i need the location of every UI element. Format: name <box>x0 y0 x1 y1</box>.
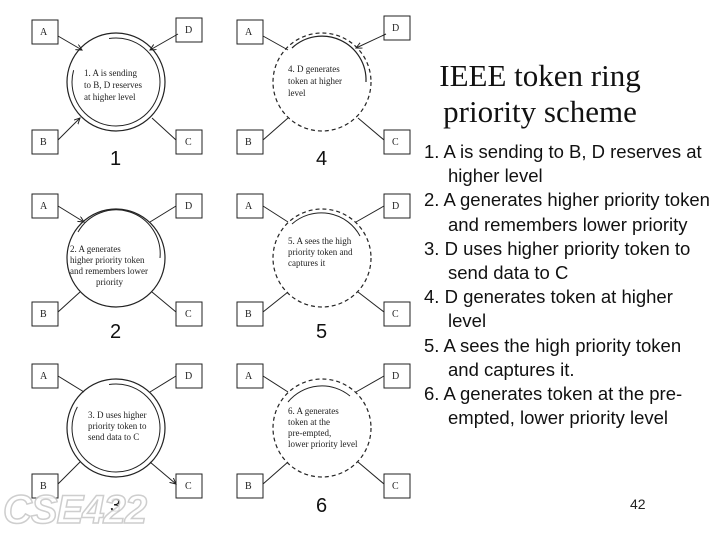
step-item: 6. A generates token at the pre-empted, … <box>424 383 683 429</box>
node-c-box <box>383 301 411 327</box>
note-line: captures it <box>288 258 326 268</box>
node-c-label: C <box>185 309 192 320</box>
node-d-box <box>383 15 411 41</box>
note-line: 1. A is sending <box>84 68 138 78</box>
note-line: to B, D reserves <box>84 80 142 90</box>
note-line: 6. A generates <box>288 406 339 416</box>
node-c-label: C <box>392 481 399 492</box>
note-line: lower priority level <box>288 439 358 449</box>
ring <box>272 32 372 132</box>
node-b-box <box>236 473 264 499</box>
node-b-box <box>236 129 264 155</box>
step-item: 2. A generates higher priority token and… <box>424 189 710 235</box>
step-list: 1. A is sending to B, D reserves at high… <box>424 140 714 430</box>
node-c-box <box>175 129 203 155</box>
step-item: 4. D generates token at higher level <box>424 286 673 332</box>
node-a-label: A <box>40 371 48 382</box>
node-c-box <box>175 473 203 499</box>
node-d-label: D <box>185 201 192 212</box>
node-a-label: A <box>40 27 48 38</box>
ring <box>66 32 166 132</box>
node-b-label: B <box>40 481 47 492</box>
node-d-label: D <box>185 371 192 382</box>
panel-number: 3 <box>110 495 121 517</box>
panel-6: A D B C 6. A generates token at the pre-… <box>236 363 411 517</box>
node-a-label: A <box>40 201 48 212</box>
note-line: priority <box>96 277 123 287</box>
course-logo: CSE422 <box>2 487 147 533</box>
node-b-box <box>236 301 264 327</box>
node-b-box <box>31 473 59 499</box>
note-line: 4. D generates <box>288 64 340 74</box>
node-a-label: A <box>245 371 253 382</box>
node-d-label: D <box>392 201 399 212</box>
note-line: pre-empted, <box>288 428 331 438</box>
node-c-label: C <box>185 481 192 492</box>
panel-2: A D B C 2. A generates higher priority t… <box>31 193 203 343</box>
node-c-label: C <box>185 137 192 148</box>
note-line: 5. A sees the high <box>288 236 352 246</box>
panel-5: A D B C 5. A sees the high priority toke… <box>236 193 411 343</box>
node-c-label: C <box>392 137 399 148</box>
note-line: and remembers lower <box>70 266 148 276</box>
node-a-box <box>236 19 264 45</box>
node-d-box <box>175 17 203 43</box>
node-b-box <box>31 129 59 155</box>
ring <box>66 208 166 308</box>
panel-3: A D B C 3. D uses higher priority token … <box>31 363 203 517</box>
slide-number: 42 <box>630 496 646 512</box>
note-line: higher priority token <box>70 255 145 265</box>
node-c-box <box>383 473 411 499</box>
step-item: 3. D uses higher priority token to send … <box>424 237 691 284</box>
note-line: level <box>288 88 306 98</box>
node-b-label: B <box>245 481 252 492</box>
node-c-box <box>383 129 411 155</box>
panel-number: 4 <box>316 148 327 170</box>
node-a-label: A <box>245 27 253 38</box>
step-item: 1. A is sending to B, D reserves at high… <box>424 141 702 187</box>
node-b-label: B <box>245 137 252 148</box>
panel-1: A D B C 1. A is sending to B, D reserves… <box>31 17 203 170</box>
note-line: at higher level <box>84 92 136 102</box>
node-d-label: D <box>392 371 399 382</box>
note-line: token at higher <box>288 76 342 86</box>
ring <box>66 378 166 478</box>
step-item: 5. A sees the high priority token and ca… <box>424 334 682 380</box>
panel-number: 1 <box>110 148 121 170</box>
node-b-label: B <box>245 309 252 320</box>
node-b-box <box>31 301 59 327</box>
note-line: 2. A generates <box>70 244 121 254</box>
ring <box>272 378 372 478</box>
panel-4: A D B C 4. D generates token at higher l… <box>236 15 411 170</box>
panel-number: 2 <box>110 321 121 343</box>
token-ring-diagram: A D B C 1. A is sending to B, D reserves… <box>31 15 411 517</box>
panel-number: 6 <box>316 495 327 517</box>
slide-title: IEEE token ring priority scheme <box>439 58 641 129</box>
node-a-box <box>31 19 59 45</box>
note-line: priority token to <box>88 421 147 431</box>
node-a-label: A <box>245 201 253 212</box>
note-line: token at the <box>288 417 330 427</box>
node-d-label: D <box>392 23 399 34</box>
note-line: 3. D uses higher <box>88 410 147 420</box>
note-line: send data to C <box>88 432 139 442</box>
node-d-label: D <box>185 25 192 36</box>
node-b-label: B <box>40 137 47 148</box>
node-c-label: C <box>392 309 399 320</box>
node-b-label: B <box>40 309 47 320</box>
panel-number: 5 <box>316 321 327 343</box>
node-c-box <box>175 301 203 327</box>
ring <box>272 208 372 308</box>
note-line: priority token and <box>288 247 353 257</box>
